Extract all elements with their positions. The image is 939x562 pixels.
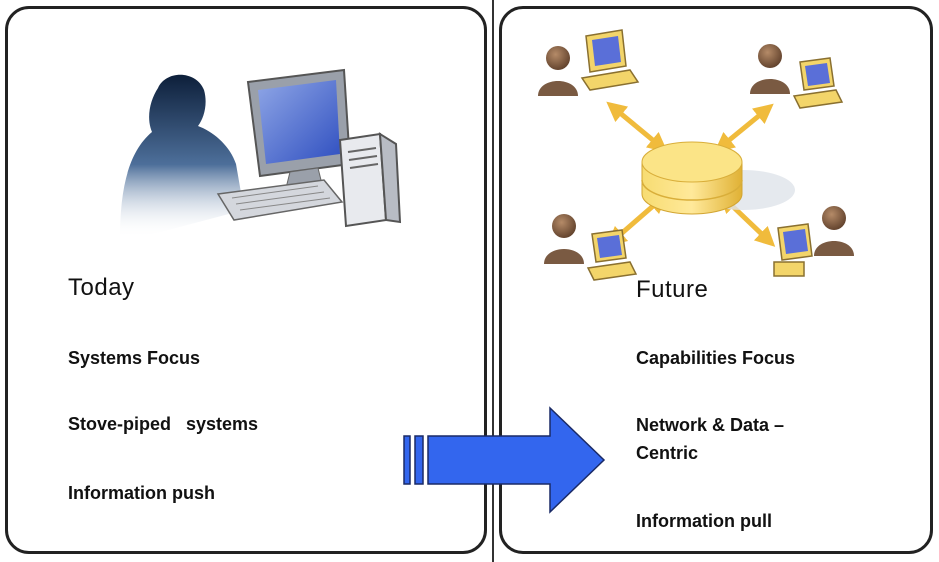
today-item-information-push: Information push — [68, 483, 215, 503]
network-data-illustration — [538, 29, 854, 281]
today-item-stove-piped: Stove-piped systems — [68, 414, 259, 434]
user-at-computer-illustration — [120, 68, 402, 238]
today-heading: Today — [68, 274, 135, 301]
future-item-capabilities-focus: Capabilities Focus — [636, 348, 796, 368]
panel-divider — [492, 0, 494, 562]
future-heading: Future — [636, 276, 709, 303]
future-item-network-data: Network & Data – — [636, 415, 785, 435]
future-item-information-pull: Information pull — [636, 511, 772, 531]
transition-arrow — [403, 406, 606, 514]
future-item-centric: Centric — [636, 443, 699, 463]
today-item-systems-focus: Systems Focus — [68, 348, 201, 368]
